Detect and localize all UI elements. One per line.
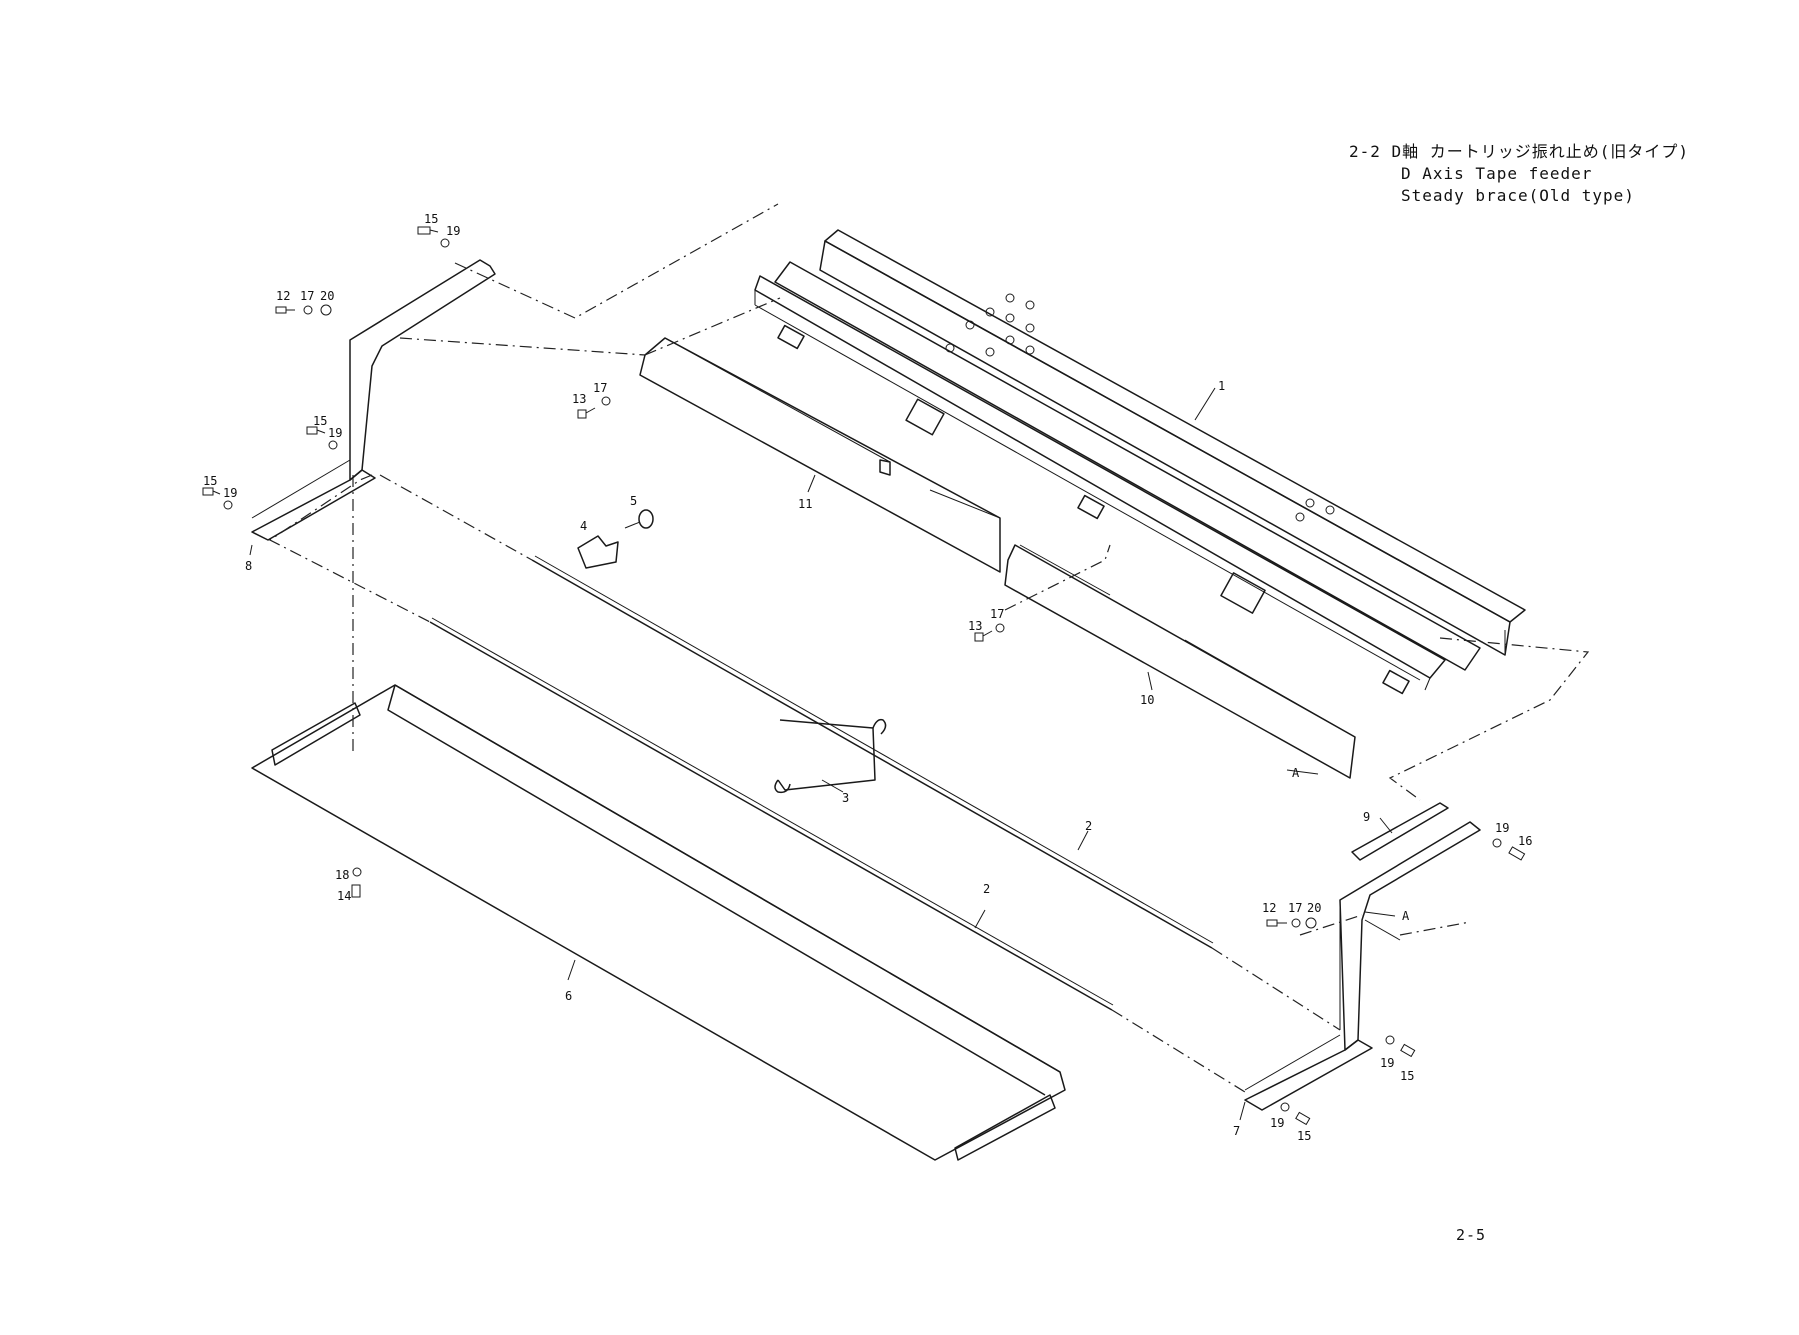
callout-ref-a-10: A [1292, 766, 1300, 780]
title-line-japanese: 2-2 D軸 カートリッジ振れ止め(旧タイプ) [1349, 141, 1689, 163]
washer-17-lower [996, 624, 1004, 632]
callout-7: 7 [1233, 1124, 1240, 1138]
screw-15-right-lowest [1296, 1112, 1310, 1124]
part-2-rods [430, 556, 1213, 1010]
screw-12-left [276, 307, 295, 313]
callout-2-lower: 2 [983, 882, 990, 896]
washer-17-right [1292, 919, 1300, 927]
callout-19-mid-left: 19 [328, 426, 342, 440]
callout-11: 11 [798, 497, 812, 511]
part-4-clamp [578, 536, 618, 568]
callout-10: 10 [1140, 693, 1154, 707]
screw-15-top-left [418, 227, 438, 234]
page-number: 2-5 [1456, 1226, 1486, 1244]
washer-18-bottom [353, 868, 361, 876]
callout-19-right-lowest: 19 [1270, 1116, 1284, 1130]
callout-13-lower: 13 [968, 619, 982, 633]
callout-17-left: 17 [300, 289, 314, 303]
callout-20-right: 20 [1307, 901, 1321, 915]
callout-18: 18 [335, 868, 349, 882]
callout-4: 4 [580, 519, 587, 533]
screw-15-mid-left [307, 427, 325, 434]
title-line-english-2: Steady brace(Old type) [1349, 185, 1689, 207]
washer-19-mid-left [329, 441, 337, 449]
title-line-english-1: D Axis Tape feeder [1349, 163, 1689, 185]
callout-8: 8 [245, 559, 252, 573]
washer-19-right-lowest [1281, 1103, 1289, 1111]
callout-17-lower: 17 [990, 607, 1004, 621]
callout-12-right: 12 [1262, 901, 1276, 915]
washer-19-right-bottom [1386, 1036, 1394, 1044]
callout-20-left: 20 [320, 289, 334, 303]
washer-19-bottom-left [224, 501, 232, 509]
callout-17-upper: 17 [593, 381, 607, 395]
screw-14-bottom [352, 885, 360, 897]
callout-14: 14 [337, 889, 351, 903]
callout-13-upper: 13 [572, 392, 586, 406]
callout-3: 3 [842, 791, 849, 805]
callout-9: 9 [1363, 810, 1370, 824]
callout-12-left: 12 [276, 289, 290, 303]
callout-ref-a-9: A [1402, 909, 1410, 923]
callout-19-right-bottom: 19 [1380, 1056, 1394, 1070]
fastener-callouts: 15 19 12 17 20 15 19 15 19 13 17 13 17 1… [203, 212, 1532, 1143]
screw-13-upper [578, 408, 595, 418]
part-5-knob [625, 510, 653, 528]
washer-20-left [321, 305, 331, 315]
callout-15-right-lowest: 15 [1297, 1129, 1311, 1143]
callout-19-bottom-left: 19 [223, 486, 237, 500]
washer-19-top-left [441, 239, 449, 247]
callout-5: 5 [630, 494, 637, 508]
diagram-title: 2-2 D軸 カートリッジ振れ止め(旧タイプ) D Axis Tape feed… [1349, 141, 1689, 207]
screw-12-right [1267, 920, 1287, 926]
callout-15-top-left: 15 [424, 212, 438, 226]
callout-19-top-left: 19 [446, 224, 460, 238]
part-11-angle-bracket [640, 338, 1000, 572]
washer-17-left [304, 306, 312, 314]
part-6-tray [252, 685, 1065, 1160]
callout-1: 1 [1218, 379, 1225, 393]
part-1-main-rail [755, 230, 1525, 693]
callout-19-right-top: 19 [1495, 821, 1509, 835]
leader-lines [250, 388, 1400, 1120]
washer-20-right [1306, 918, 1316, 928]
washer-19-right-top [1493, 839, 1501, 847]
screw-16-right [1509, 847, 1525, 860]
callout-15-bottom-left: 15 [203, 474, 217, 488]
callout-2-upper: 2 [1085, 819, 1092, 833]
callout-16-right: 16 [1518, 834, 1532, 848]
callout-17-right: 17 [1288, 901, 1302, 915]
washer-17-upper [602, 397, 610, 405]
part-7-right-bracket [1245, 822, 1480, 1110]
centre-lines [270, 204, 1588, 1092]
callout-15-right-bottom: 15 [1400, 1069, 1414, 1083]
callout-15-mid-left: 15 [313, 414, 327, 428]
part-callouts: 1 11 10 A 3 2 2 6 4 5 8 9 A 7 [245, 379, 1410, 1138]
fasteners [203, 227, 1525, 1124]
callout-6: 6 [565, 989, 572, 1003]
screw-15-bottom-left [203, 488, 220, 495]
screw-15-right-bottom [1401, 1044, 1415, 1056]
